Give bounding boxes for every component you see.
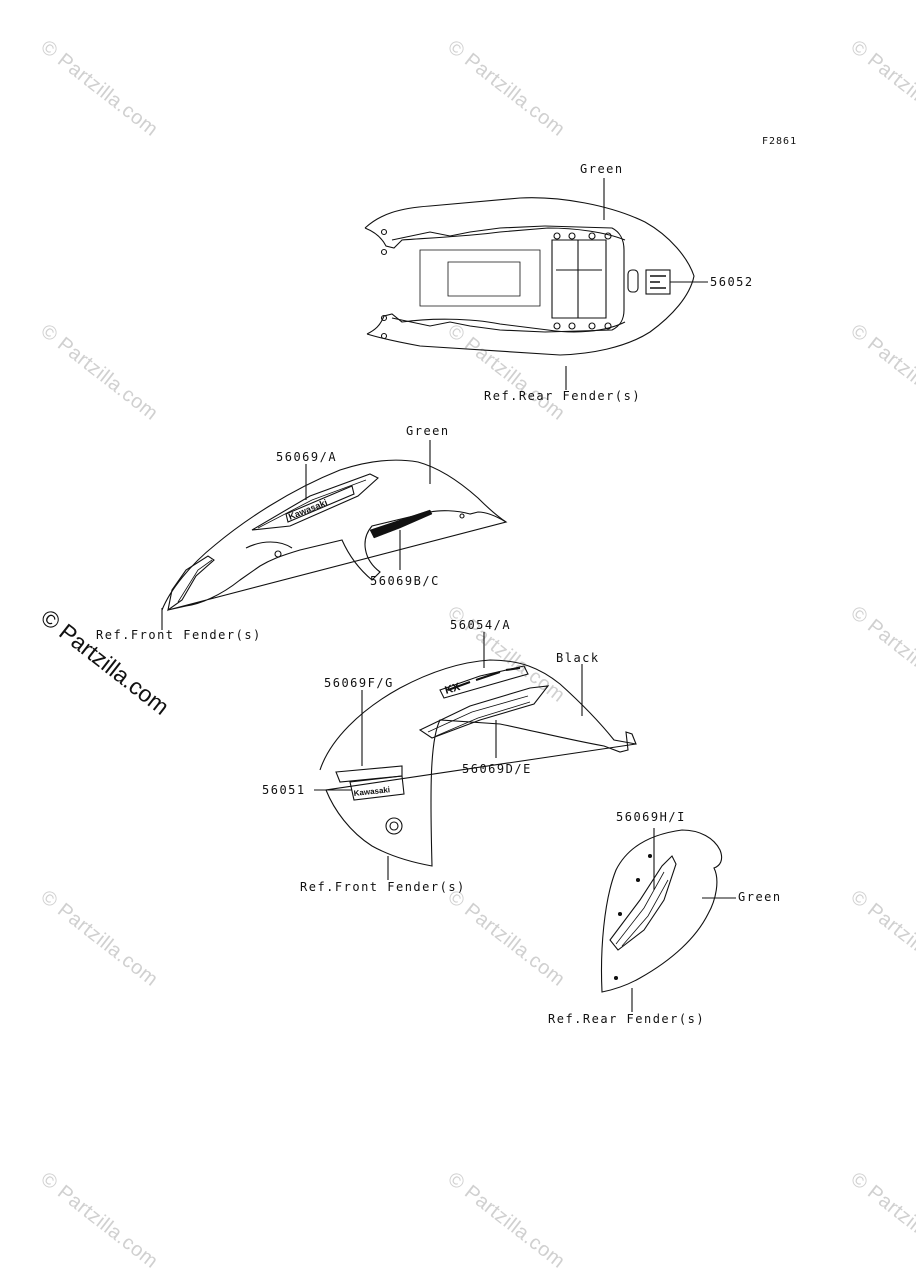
label-part-56054A: 56054/A: [450, 618, 512, 632]
front-shroud-green: [161, 440, 508, 630]
label-part-56069BC: 56069B/C: [370, 574, 440, 588]
label-black: Black: [556, 651, 600, 665]
label-part-56069A: 56069/A: [276, 450, 338, 464]
label-part-56069FG: 56069F/G: [324, 676, 394, 690]
line-drawing: Kawasaki KX Kawasaki: [161, 178, 736, 1012]
front-shroud-black: [314, 632, 637, 880]
label-front-fender-ref-1: Ref.Front Fender(s): [96, 628, 262, 642]
label-rear-fender-ref-1: Ref.Rear Fender(s): [484, 389, 642, 403]
label-rear-fender-ref-2: Ref.Rear Fender(s): [548, 1012, 706, 1026]
figure-code: F2861: [762, 136, 798, 147]
label-front-fender-ref-2: Ref.Front Fender(s): [300, 880, 466, 894]
label-part-56051: 56051: [262, 783, 306, 797]
label-part-56052: 56052: [710, 275, 754, 289]
decal-logo-3: Kawasaki: [353, 785, 390, 798]
parts-diagram: © Partzilla.com © Partzilla.com © Partzi…: [36, 36, 916, 1273]
rear-side-panel-green: [600, 828, 736, 1012]
decal-logo-2: KX: [444, 681, 463, 697]
label-rear-green: Green: [738, 890, 782, 904]
rear-seat-cover: [364, 178, 708, 390]
label-part-56069DE: 56069D/E: [462, 762, 532, 776]
label-rear-seat-green: Green: [580, 162, 624, 176]
label-front-green: Green: [406, 424, 450, 438]
label-part-56069HI: 56069H/I: [616, 810, 686, 824]
